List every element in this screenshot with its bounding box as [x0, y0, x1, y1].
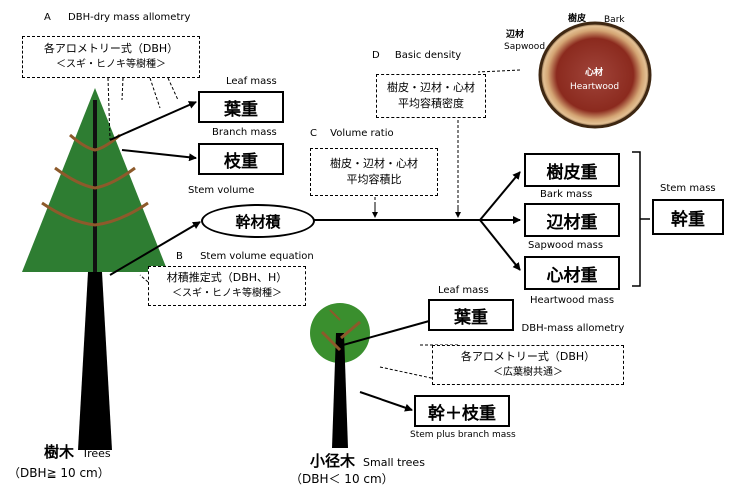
density-d-line1: 樹皮・辺材・心材 — [387, 81, 475, 94]
density-box-d: 樹皮・辺材・心材 平均容積密度 — [376, 74, 486, 118]
log-heartwood-jp: 心材 — [585, 68, 604, 78]
small-leaf-mass-box: 葉重 — [428, 299, 514, 331]
small-trees-dbh: （DBH＜ 10 cm） — [290, 472, 394, 486]
section-d-header: D Basic density — [372, 50, 461, 62]
section-c-title: Volume ratio — [330, 128, 394, 139]
conifer-tree — [22, 88, 168, 450]
section-b-header: B Stem volume equation — [176, 251, 314, 263]
small-trees-en: Small trees — [363, 456, 425, 469]
log-bark-en: Bark — [604, 15, 625, 25]
allometry-a-line1: 各アロメトリー式（DBH） — [43, 42, 179, 55]
log-sapwood-en: Sapwood — [504, 42, 546, 52]
trees-jp: 樹木 — [44, 443, 75, 461]
section-c-header: C Volume ratio — [310, 128, 394, 140]
stem-volume-label: Stem volume — [188, 185, 255, 196]
leaf-mass-label: Leaf mass — [226, 76, 277, 87]
allometry-a-line2: ＜スギ・ヒノキ等樹種＞ — [56, 59, 166, 70]
stem-volume-oval: 幹材積 — [201, 204, 315, 238]
log-bark-jp: 樹皮 — [568, 14, 587, 24]
stem-mass-label: Stem mass — [660, 183, 716, 194]
heartwood-mass-label: Heartwood mass — [530, 295, 615, 306]
volume-equation-box-b: 材積推定式（DBH、H） ＜スギ・ヒノキ等樹種＞ — [148, 266, 306, 306]
log-heartwood-en: Heartwood — [570, 82, 620, 92]
small-trees-jp: 小径木 — [310, 452, 356, 470]
branch-mass-label: Branch mass — [212, 127, 277, 138]
small-leaf-mass-label: Leaf mass — [438, 285, 489, 296]
bark-mass-label: Bark mass — [540, 189, 593, 200]
allometry-box-e: 各アロメトリー式（DBH） ＜広葉樹共通＞ — [432, 345, 624, 385]
section-d-title: Basic density — [394, 50, 462, 61]
volume-eq-b-line1: 材積推定式（DBH、H） — [166, 271, 288, 284]
volume-ratio-c-line1: 樹皮・辺材・心材 — [330, 157, 418, 170]
log-sapwood-jp: 辺材 — [506, 30, 525, 40]
small-trees-caption: 小径木 Small trees — [310, 450, 425, 471]
stem-plus-branch-box: 幹＋枝重 — [414, 395, 510, 427]
section-a-header: A DBH-dry mass allometry — [44, 12, 190, 24]
trees-caption: 樹木 Trees — [44, 441, 111, 462]
trees-dbh: （DBH≧ 10 cm） — [8, 466, 110, 480]
allometry-e-line2: ＜広葉樹共通＞ — [493, 367, 563, 378]
section-b-title: Stem volume equation — [200, 251, 314, 262]
section-d-letter: D — [372, 50, 380, 61]
section-e-title: DBH-mass allometry — [521, 323, 625, 334]
branch-mass-box: 枝重 — [198, 143, 284, 175]
sapwood-mass-label: Sapwood mass — [528, 240, 604, 251]
volume-ratio-c-line2: 平均容積比 — [346, 173, 402, 186]
trees-en: Trees — [82, 447, 111, 460]
heartwood-mass-box: 心材重 — [524, 256, 620, 290]
log-cross-section — [538, 21, 652, 129]
section-a-letter: A — [44, 12, 51, 23]
stem-plus-branch-label: Stem plus branch mass — [410, 430, 516, 440]
broadleaf-tree — [310, 303, 370, 448]
allometry-e-line1: 各アロメトリー式（DBH） — [460, 350, 596, 363]
stem-mass-box: 幹重 — [652, 199, 724, 235]
section-b-letter: B — [176, 251, 183, 262]
volume-ratio-box-c: 樹皮・辺材・心材 平均容積比 — [310, 148, 438, 196]
density-d-line2: 平均容積密度 — [398, 97, 464, 110]
bark-mass-box: 樹皮重 — [524, 153, 620, 187]
section-e-header: E DBH-mass allometry — [500, 323, 624, 335]
section-a-title: DBH-dry mass allometry — [68, 12, 191, 23]
sapwood-mass-box: 辺材重 — [524, 203, 620, 237]
section-c-letter: C — [310, 128, 317, 139]
leaf-mass-box: 葉重 — [198, 91, 284, 123]
allometry-box-a: 各アロメトリー式（DBH） ＜スギ・ヒノキ等樹種＞ — [22, 36, 200, 78]
volume-eq-b-line2: ＜スギ・ヒノキ等樹種＞ — [172, 288, 282, 299]
